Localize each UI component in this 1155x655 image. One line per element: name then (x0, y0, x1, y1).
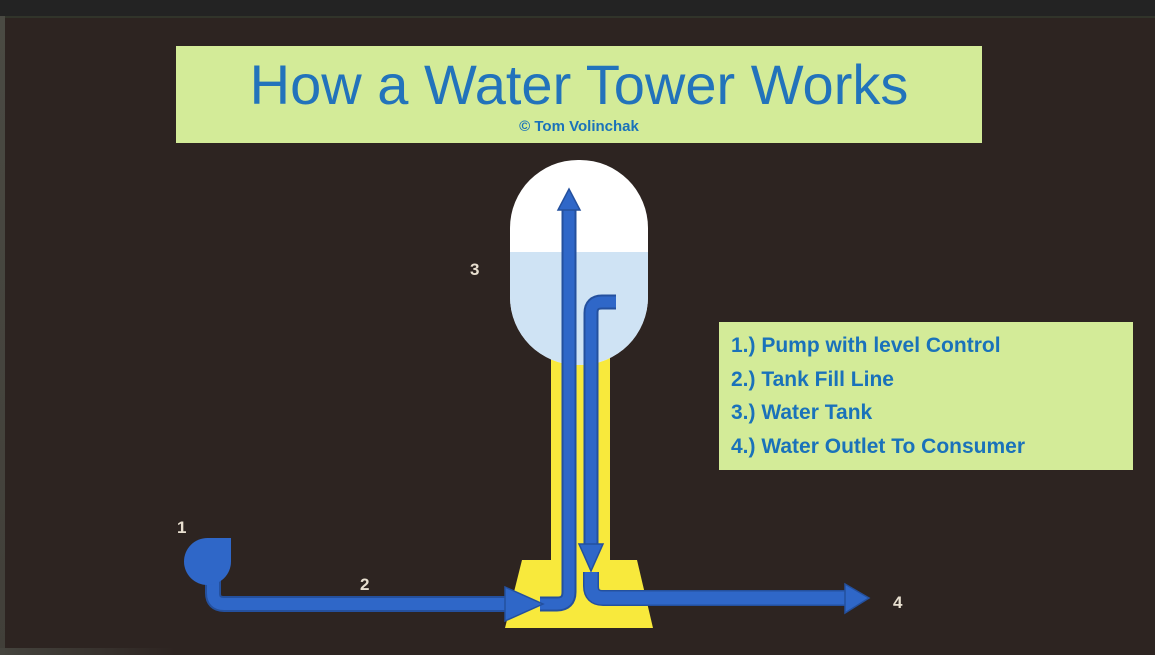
outlet-standpipe (583, 294, 616, 546)
legend-item-fill-line: 2.) Tank Fill Line (731, 367, 894, 391)
legend-item-pump: 1.) Pump with level Control (731, 334, 1001, 357)
window-left-edge (0, 16, 5, 655)
slide-credit: © Tom Volinchak (519, 118, 639, 135)
fill-riser-pipe (540, 209, 577, 612)
outlet-pipe (583, 572, 846, 606)
inlet-arrow-right-icon (504, 585, 545, 623)
outlet-arrow-down-icon (577, 543, 605, 573)
pump (184, 538, 231, 585)
window-bottom-edge (0, 648, 175, 655)
window-top-bar (0, 0, 1155, 18)
inlet-pipe (205, 570, 505, 612)
callout-outlet-number: 4 (893, 593, 903, 612)
callout-pump-number: 1 (177, 518, 186, 537)
legend-item-outlet: 4.) Water Outlet To Consumer (731, 434, 1026, 458)
legend-item-tank: 3.) Water Tank (731, 401, 873, 424)
fill-arrow-up-icon (556, 187, 582, 211)
slide-title: How a Water Tower Works (249, 53, 909, 116)
title-banner: How a Water Tower Works © Tom Volinchak (176, 46, 982, 143)
tower-column (551, 356, 610, 562)
callout-tank-number: 3 (470, 260, 479, 279)
legend-panel: 1.) Pump with level Control 2.) Tank Fil… (719, 322, 1133, 470)
tank-water (510, 252, 648, 365)
callout-fill-line-number: 2 (360, 575, 369, 594)
outlet-arrow-right-icon (844, 582, 871, 615)
